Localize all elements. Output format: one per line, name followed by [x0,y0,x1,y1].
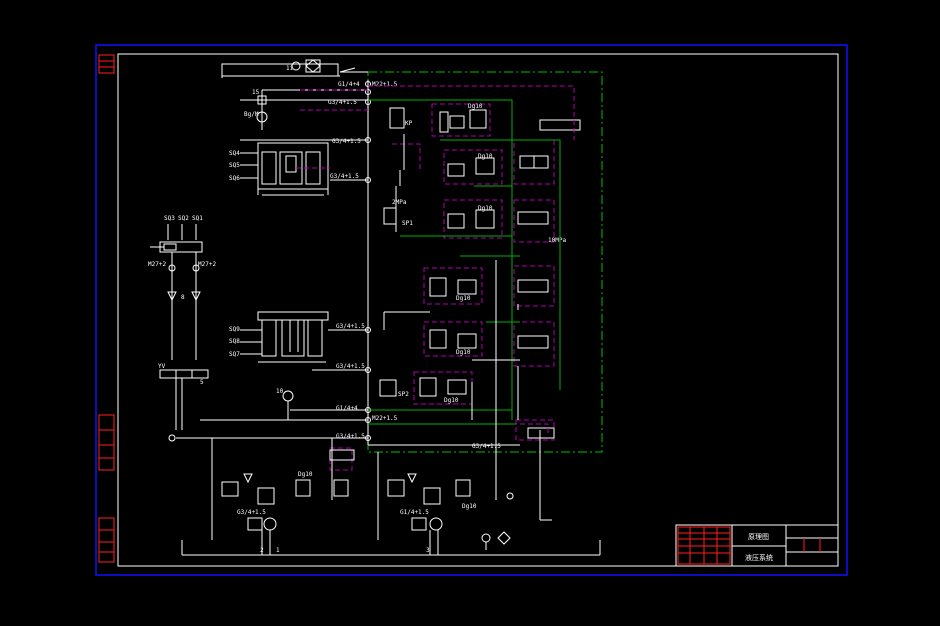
valve-group-3: Dg10 [443,199,503,239]
port-label-2: M22+1.5 [372,81,398,88]
label-sq7: SQ7 [229,351,240,358]
label-fv: Bg/M [244,111,259,118]
left-margin-marks [98,54,115,563]
label-dg-4: Dg10 [456,295,471,302]
label-pressure-2: 10MPa [548,237,566,244]
title-name: 原理图 [748,533,769,541]
main-lines [176,80,601,556]
label-n5: 5 [200,379,204,386]
title-block: 原理图 液压系统 [675,524,839,567]
top-tank-line: 1i [221,59,368,78]
label-pressure-1: 2MPa [392,199,407,206]
port-label-9: M22+1.5 [372,415,398,422]
label-sq4: SQ4 [229,150,240,157]
port-label-3: G3/4+1.5 [328,99,357,106]
hydraulic-routing [368,99,561,425]
label-sq3: SQ3 [164,215,175,222]
label-yv-left: YV [158,363,166,370]
label-dg-1: Dg10 [468,103,483,110]
valve-group-6: Dg10 [413,371,473,405]
label-m27a: M27+2 [148,261,166,268]
valve-group-1: Dg10 [431,103,491,137]
pump-station-right: 3 Dg10 [377,452,514,555]
port-label-1: G1/4+4 [338,81,360,88]
label-n10: 10 [276,388,284,395]
pump-15: 15 Bg/M 10 [244,89,294,420]
label-n1: 1 [276,547,280,554]
port-label-5: G3/4+1.5 [330,173,359,180]
label-n2: 2 [260,547,264,554]
port-label-13: G1/4+1.5 [400,509,429,516]
label-n8: 8 [181,294,185,301]
label-sp2: SP2 [398,391,409,398]
title-subtitle: 液压系统 [745,553,773,562]
label-n3: 3 [426,547,430,554]
left-cylinder: SQ3 SQ2 SQ1 M27+2 M27+2 8 YV [148,215,216,442]
label-sq8: SQ8 [229,338,240,345]
tank-symbols: 5 [200,379,552,550]
port-labels: G1/4+4 M22+1.5 G3/4+1.5 G3/4+1.5 G3/4+1.… [237,81,501,516]
valve-group-5: Dg10 [423,321,483,357]
label-dg-6: Dg10 [444,397,459,404]
label-sq1: SQ1 [192,215,203,222]
pump-station-left: 2 1 Dg10 [211,438,355,555]
port-label-6: G3/4+1.5 [336,323,365,330]
label-dg-8: Dg10 [462,503,477,510]
lower-cylinder-block: SQ9 SQ8 SQ7 [229,311,329,363]
port-label-10: G3/4+1.5 [336,433,365,440]
port-label-11: G3/4+1.5 [472,443,501,450]
sheet-inner-border [117,53,839,567]
label-sq2: SQ2 [178,215,189,222]
label-sq9: SQ9 [229,326,240,333]
label-dg-7: Dg10 [298,471,313,478]
port-label-4: G3/4+1.5 [332,138,361,145]
label-dg-3: Dg10 [478,205,493,212]
valve-group-4: Dg10 [423,267,483,305]
port-label-8: G1/4+4 [336,405,358,412]
label-sq5: SQ5 [229,162,240,169]
label-dg-2: Dg10 [478,153,493,160]
label-n15: 15 [252,89,260,96]
sheet-outer-border [95,44,848,576]
label-kp: KP [405,120,413,127]
pressure-switch-group: KP SP2 SP1 2MPa [379,107,413,398]
pressure-routing [383,134,541,520]
upper-cylinder-block: SQ4 SQ5 SQ6 [229,142,329,196]
port-label-7: G3/4+1.5 [336,363,365,370]
label-dg-5: Dg10 [456,349,471,356]
label-sq6: SQ6 [229,175,240,182]
label-f1: 1i [286,65,294,72]
port-label-12: G3/4+1.5 [237,509,266,516]
label-m27b: M27+2 [198,261,216,268]
valve-group-2: Dg10 [443,149,503,185]
right-valves: 10MPa [513,119,581,441]
label-sp1: SP1 [402,220,413,227]
